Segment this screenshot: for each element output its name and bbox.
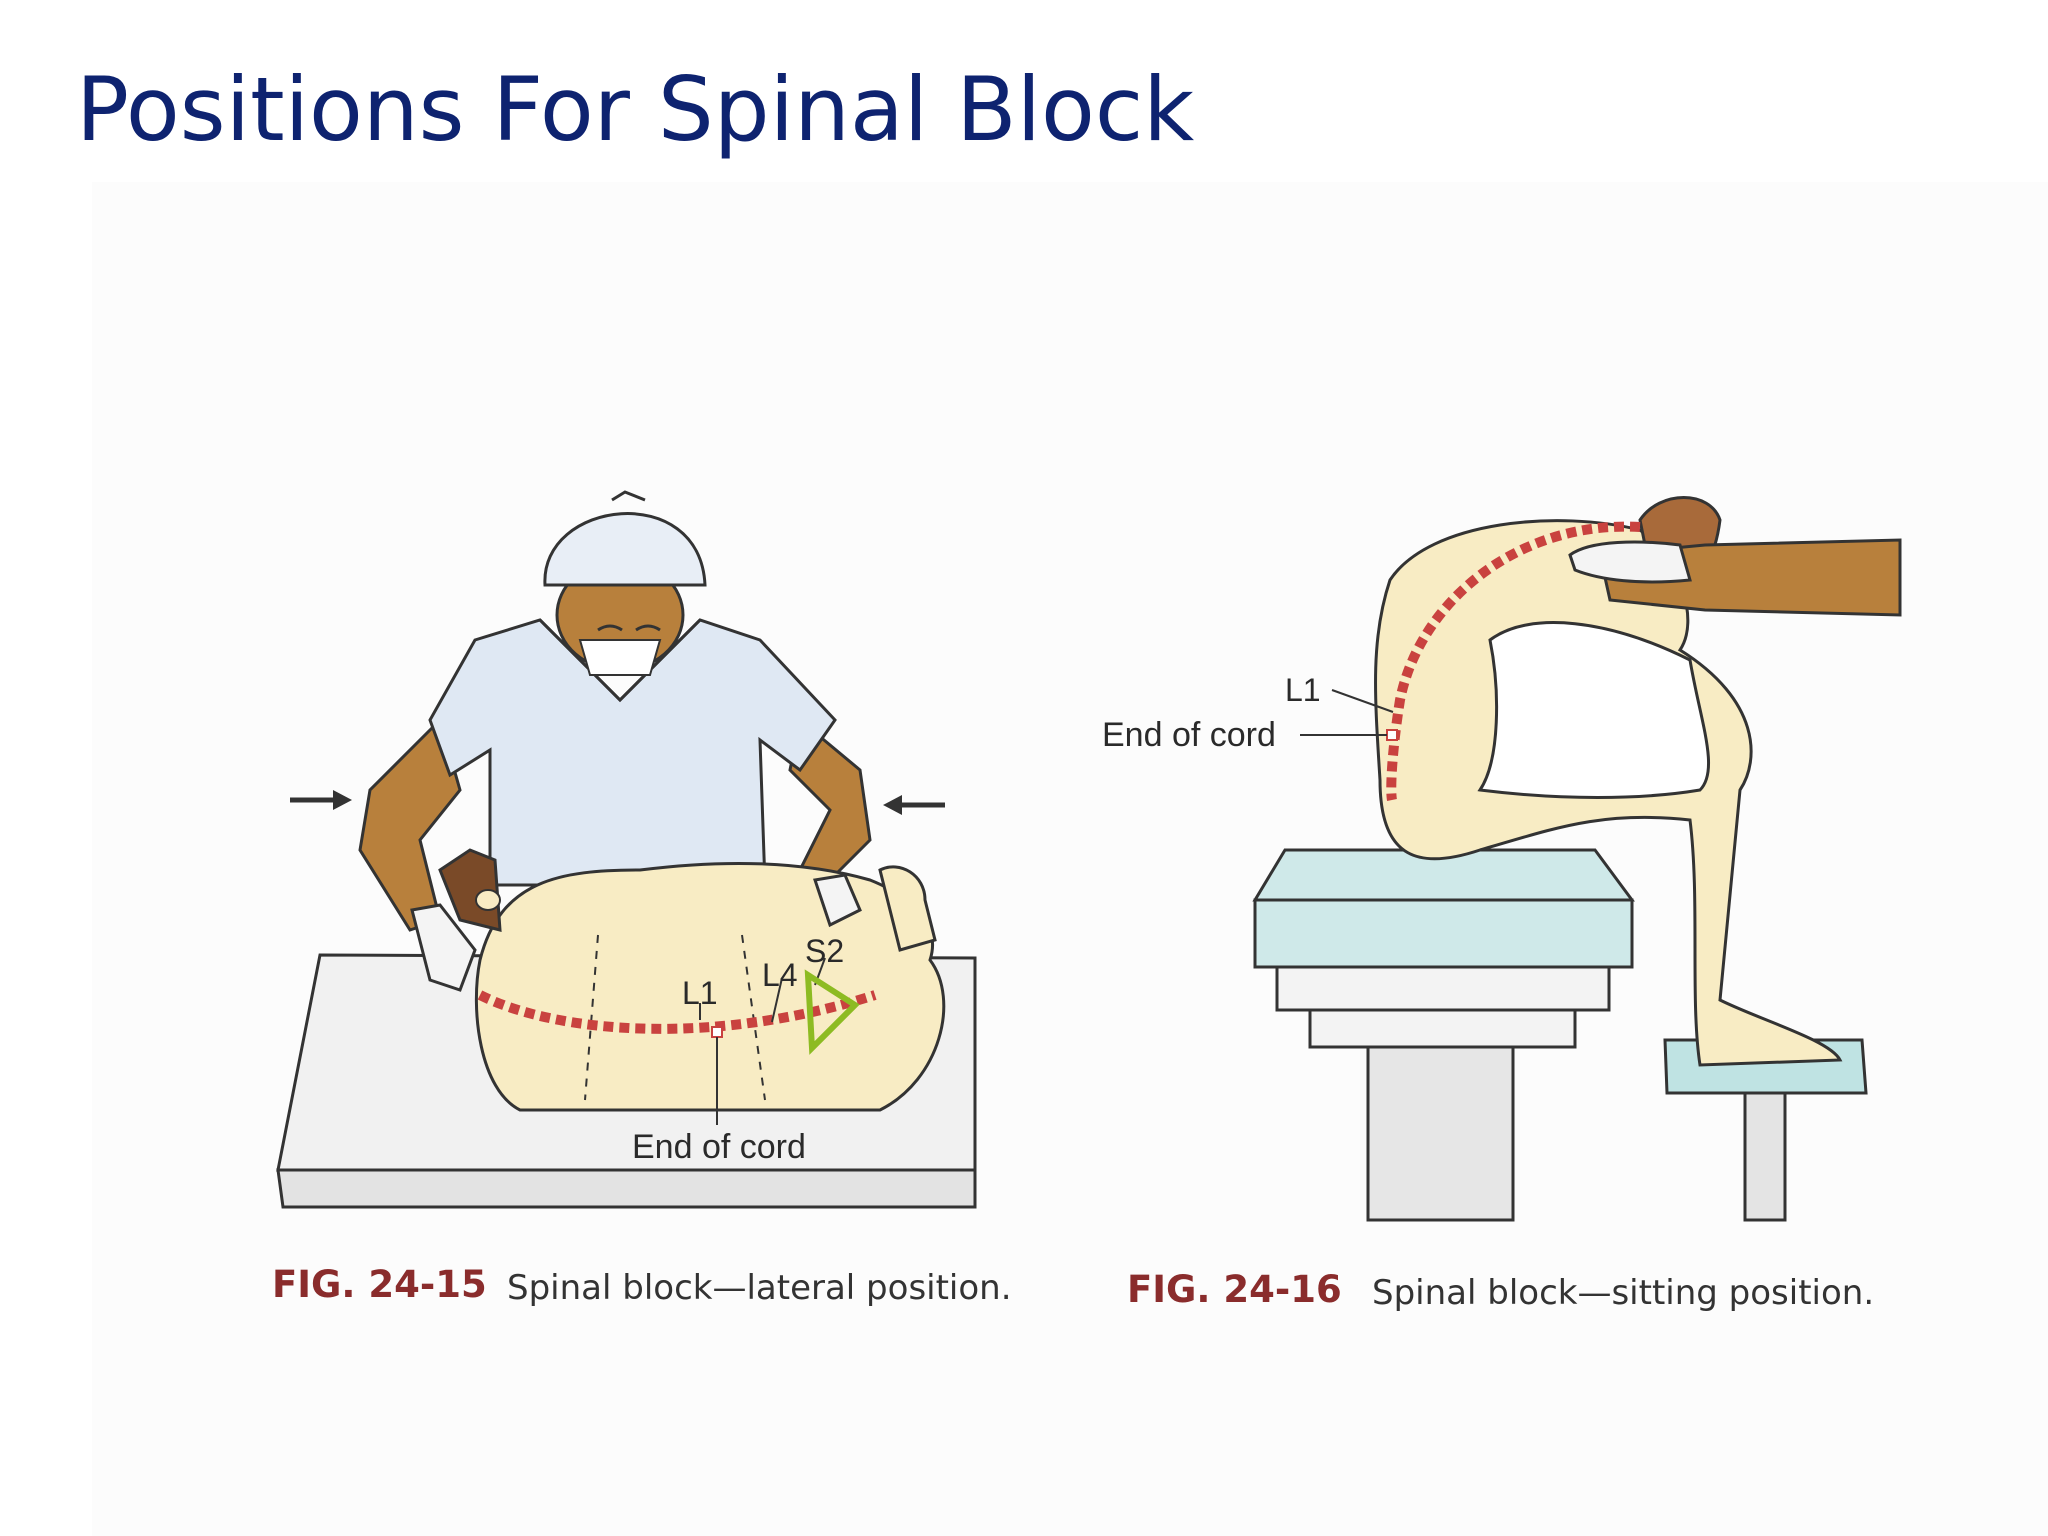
slide-title: Positions For Spinal Block <box>76 58 1195 161</box>
pillow <box>1477 621 1711 799</box>
patient-feet <box>878 865 937 952</box>
figure-number-24-16: FIG. 24-16 <box>1127 1268 1342 1311</box>
glove-left <box>410 903 477 992</box>
figure-caption-lateral: Spinal block—lateral position. <box>507 1268 1012 1308</box>
spine-dotted-line-sitting <box>1386 521 1641 801</box>
figure-number-24-15: FIG. 24-15 <box>272 1263 487 1306</box>
operating-table-side <box>276 1168 977 1209</box>
figure-caption-sitting: Spinal block—sitting position. <box>1372 1273 1875 1313</box>
label-end-of-cord-sitting: End of cord <box>1102 716 1276 754</box>
sacrum-triangle <box>804 969 860 1055</box>
arrow-left-pointing <box>883 795 945 815</box>
pedestal-column <box>1366 1045 1515 1222</box>
sitting-position-illustration <box>1252 496 1902 1222</box>
label-s2: S2 <box>805 933 845 969</box>
label-end-of-cord: End of cord <box>632 1128 806 1166</box>
label-l1: L1 <box>682 975 718 1011</box>
assistant-hand <box>1568 540 1692 584</box>
face-mask <box>578 639 662 676</box>
lateral-position-illustration <box>276 490 977 1209</box>
label-l4: L4 <box>762 957 798 993</box>
stool-post <box>1743 1091 1787 1222</box>
pedestal-block <box>1253 898 1634 969</box>
pedestal-neck <box>1308 1008 1577 1049</box>
surgical-cap <box>543 512 707 587</box>
label-l1-sitting: L1 <box>1285 672 1321 708</box>
glove-right <box>813 873 862 928</box>
pedestal-base <box>1275 965 1611 1012</box>
arrow-right-pointing <box>290 790 352 810</box>
